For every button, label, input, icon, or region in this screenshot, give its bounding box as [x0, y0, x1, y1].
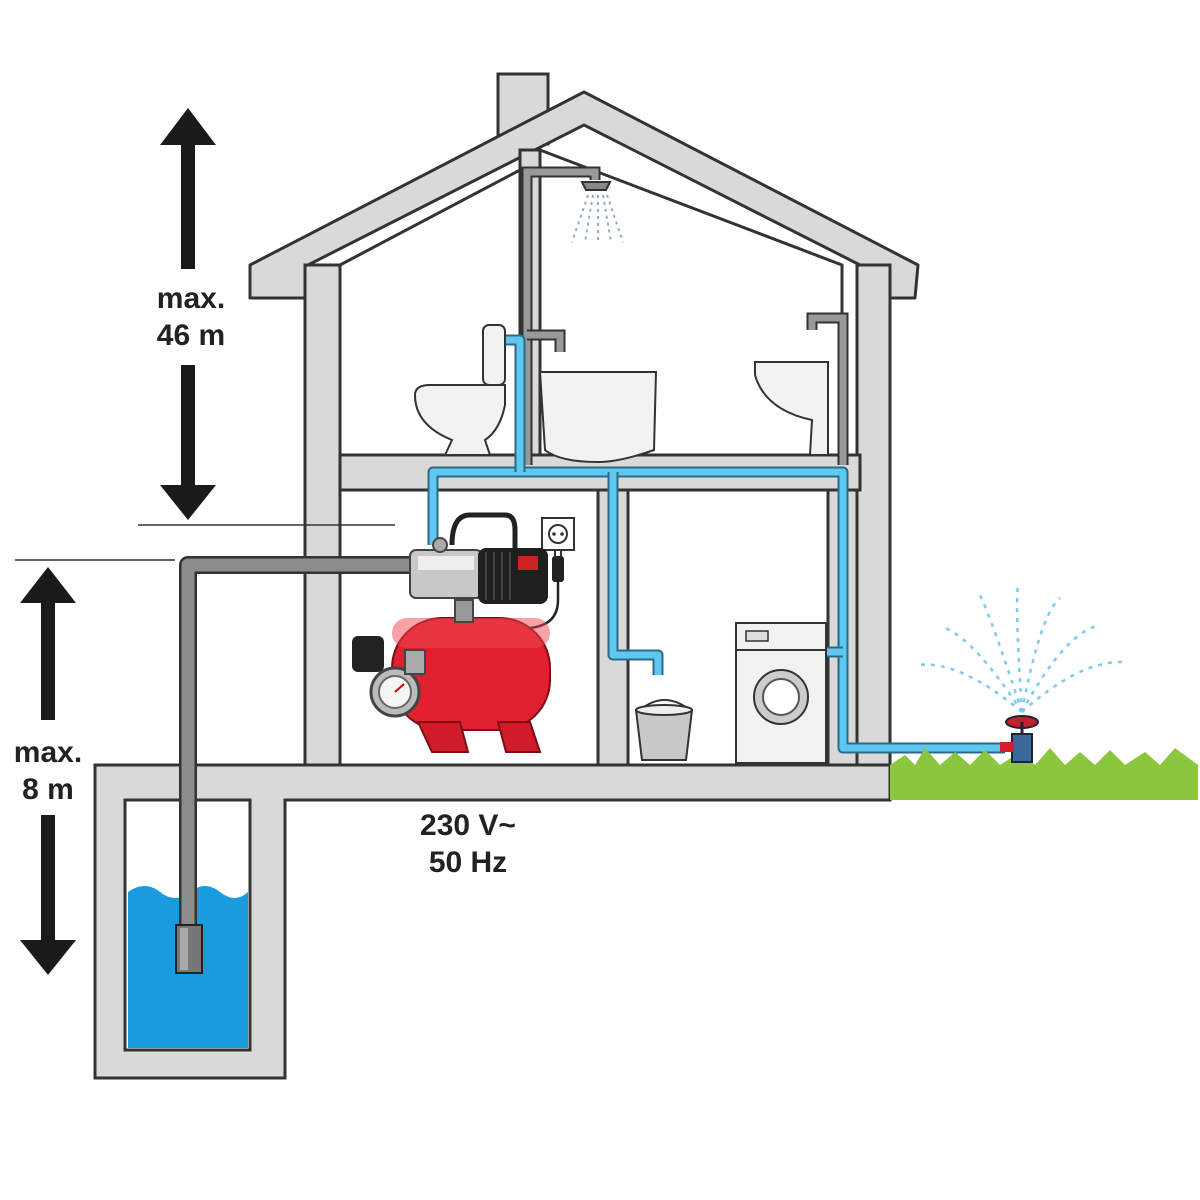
foot-valve-icon — [175, 924, 203, 974]
upper-head-label-line1: max. — [157, 282, 225, 315]
pump-motor-icon — [409, 512, 548, 604]
toilet-icon — [413, 324, 506, 456]
cold-water-network — [427, 334, 1005, 754]
wall-right — [855, 263, 892, 767]
garden-sprinkler-icon — [917, 584, 1126, 763]
lower-head-arrow — [20, 567, 76, 975]
shower-icon — [571, 181, 624, 243]
bathtub-icon — [538, 371, 658, 464]
electric-socket-icon — [541, 517, 575, 551]
lower-head-label-line1: max. — [14, 736, 82, 769]
pressure-tank — [391, 599, 551, 753]
lawn — [890, 748, 1198, 800]
upper-head-label-line2: 46 m — [157, 319, 225, 352]
power-label-voltage: 230 V~ — [420, 809, 516, 842]
wall-left — [303, 263, 342, 767]
bucket-icon — [634, 699, 694, 761]
washing-machine-icon — [735, 622, 827, 764]
pressure-gauge-icon — [352, 636, 426, 718]
lower-head-label-line2: 8 m — [22, 773, 74, 806]
sink-icon — [754, 361, 829, 456]
power-label-frequency: 50 Hz — [429, 846, 507, 879]
upper-head-arrow — [160, 108, 216, 520]
